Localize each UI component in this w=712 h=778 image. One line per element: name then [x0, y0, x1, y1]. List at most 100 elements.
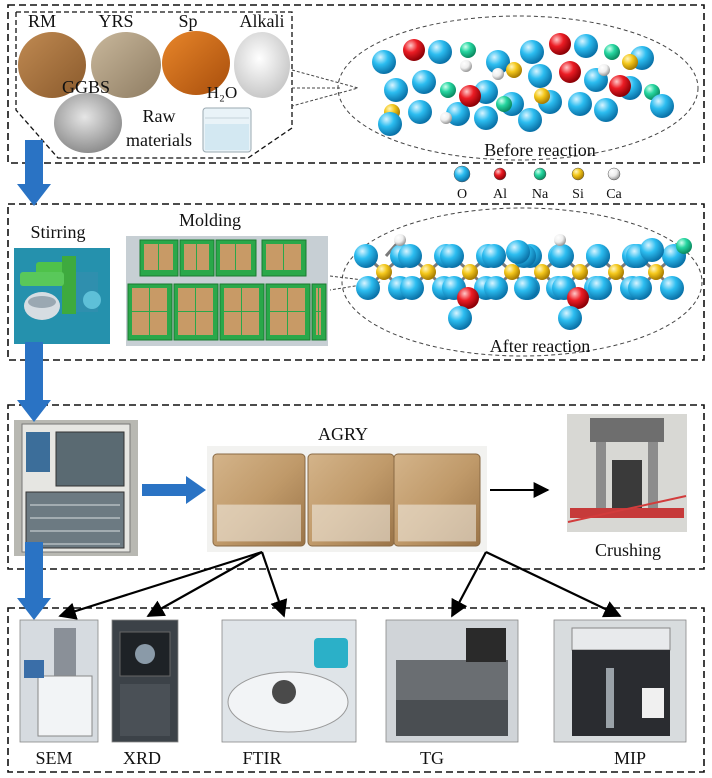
atom-o [640, 238, 664, 262]
legend-swatch [571, 167, 585, 181]
atom-o [550, 244, 574, 268]
atom-o [398, 244, 422, 268]
agry-specimens-photo [207, 446, 487, 552]
yrs-powder [91, 32, 161, 98]
atom-o [486, 50, 510, 74]
legend-label: Si [572, 187, 584, 202]
after-reaction-label: After reaction [490, 336, 590, 356]
arrow-to-ftir [260, 551, 288, 618]
legend-label: Al [493, 187, 507, 202]
atom-ca [460, 60, 472, 72]
atom-si [506, 62, 522, 78]
ggbs-powder [54, 93, 122, 153]
molding-photo [126, 236, 328, 346]
atom-si [504, 264, 520, 280]
atom-si [608, 264, 624, 280]
atom-o [412, 70, 436, 94]
water-beaker [202, 107, 252, 153]
atom-ca [492, 68, 504, 80]
frame-characterization [7, 607, 705, 773]
atom-si [534, 88, 550, 104]
atom-na [676, 238, 692, 254]
legend-item-o: O [453, 165, 471, 202]
atom-al [549, 33, 571, 55]
mold-tray [173, 283, 219, 341]
atom-o [574, 34, 598, 58]
curing-group: AGRY Crushing [14, 414, 687, 560]
atom-o [628, 276, 652, 300]
flow-arrow-1 [17, 140, 51, 206]
atom-o [660, 276, 684, 300]
atom-o [474, 106, 498, 130]
atom-o [506, 240, 530, 264]
before-reaction-group: Before reaction [291, 15, 699, 161]
ggbs-label: GGBS [62, 77, 110, 97]
sp-powder [162, 31, 230, 95]
atom-al [559, 61, 581, 83]
atom-o [378, 112, 402, 136]
atom-o [568, 92, 592, 116]
stirring-label: Stirring [30, 222, 85, 242]
legend-label: O [457, 187, 467, 202]
atom-o [528, 64, 552, 88]
atom-al [609, 75, 631, 97]
curing-chamber-photo [14, 420, 138, 556]
bubble-tail-2 [329, 275, 381, 291]
yrs-label: YRS [98, 11, 133, 31]
atom-si [420, 264, 436, 280]
mold-tray [179, 239, 215, 277]
section-frames [7, 4, 705, 773]
test-label: FTIR [242, 748, 281, 768]
test-label: SEM [35, 748, 72, 768]
atom-o [354, 244, 378, 268]
raw-materials-caption-1: Raw [143, 106, 176, 126]
atom-o [448, 306, 472, 330]
legend-item-ca: Ca [606, 167, 623, 202]
raw-materials-outline [15, 11, 293, 159]
atom-al [457, 287, 479, 309]
raw-materials-group: RM YRS Sp Alkali GGBS H₂O Raw materials [15, 11, 293, 159]
mold-tray [265, 283, 311, 341]
atom-si [376, 264, 392, 280]
mixing-group: Stirring Molding [14, 210, 328, 346]
atom-si [462, 264, 478, 280]
atom-o [440, 244, 464, 268]
atom-o [518, 108, 542, 132]
test-label: TG [420, 748, 444, 768]
arrow-to-sem [58, 550, 263, 620]
atom-o [428, 40, 452, 64]
atom-o [482, 244, 506, 268]
arrow-to-mip [485, 551, 622, 618]
flow-arrow-2 [17, 342, 51, 422]
atom-o [514, 276, 538, 300]
mold-tray [261, 239, 307, 277]
flow-arrow-to-agry [142, 476, 206, 504]
stirrer-photo [14, 248, 110, 344]
legend-item-al: Al [493, 167, 507, 202]
atom-si [572, 264, 588, 280]
atom-o [446, 102, 470, 126]
frame-curing [7, 404, 705, 570]
atom-si [534, 264, 550, 280]
atom-o [558, 306, 582, 330]
arrow-to-xrd [146, 551, 263, 617]
alkali-powder [234, 32, 290, 98]
atom-o [520, 40, 544, 64]
test-tg: TG [385, 619, 519, 768]
raw-materials-caption-2: materials [126, 130, 192, 150]
flow-arrow-3 [17, 542, 51, 620]
atom-ca [598, 64, 610, 76]
atom-na [496, 96, 512, 112]
atom-ca [554, 234, 566, 246]
test-ftir: FTIR [221, 619, 357, 768]
after-reaction-bubble [341, 207, 703, 357]
molding-label: Molding [179, 210, 241, 230]
mold-tray [139, 239, 179, 277]
test-xrd: XRD [111, 619, 179, 768]
legend-label: Ca [606, 187, 622, 202]
mold-tray [219, 283, 265, 341]
atom-ca [394, 234, 406, 246]
legend-label: Na [532, 187, 549, 202]
